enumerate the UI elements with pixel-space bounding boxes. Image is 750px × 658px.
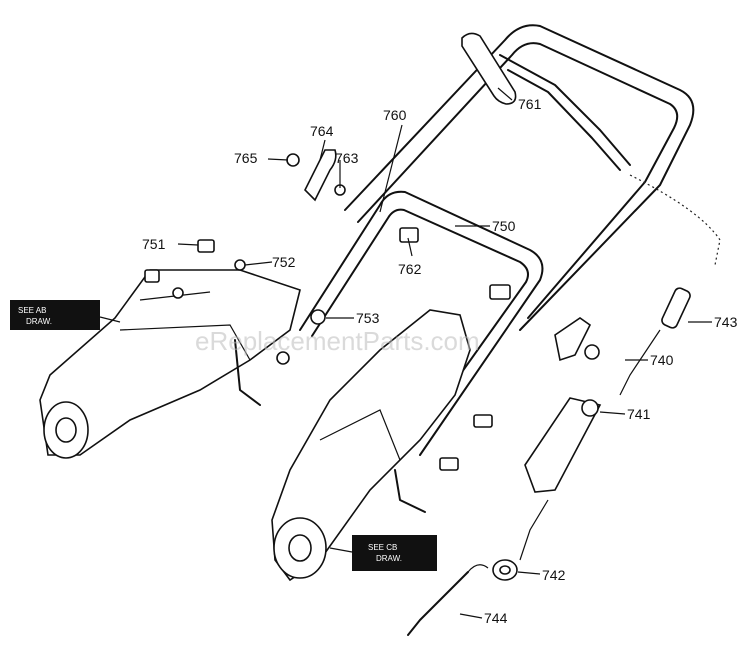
callout-742: 742 <box>542 567 566 583</box>
callout-743: 743 <box>714 314 738 330</box>
callout-760: 760 <box>383 107 407 123</box>
callout-740: 740 <box>650 352 674 368</box>
note-box-right-line2: DRAW. <box>376 554 402 563</box>
lower-handle <box>299 190 544 456</box>
upper-handle <box>344 24 695 331</box>
note-box-right-line1: SEE CB <box>368 543 397 552</box>
callout-750: 750 <box>492 218 516 234</box>
note-box-left-line2: DRAW. <box>26 317 52 326</box>
note-box-left: SEE AB DRAW. <box>10 300 100 330</box>
callout-761-top: 761 <box>518 96 542 112</box>
right-bracket <box>271 309 471 582</box>
callout-765: 765 <box>234 150 258 166</box>
callout-762: 762 <box>398 261 422 277</box>
callout-741: 741 <box>627 406 651 422</box>
watermark: eReplacementParts.com <box>195 326 480 356</box>
callout-744: 744 <box>484 610 508 626</box>
note-box-right: SEE CB DRAW. <box>352 535 437 571</box>
callout-753: 753 <box>356 310 380 326</box>
note-box-left-line1: SEE AB <box>18 306 46 315</box>
callout-763: 763 <box>335 150 359 166</box>
callout-752: 752 <box>272 254 296 270</box>
callout-labels: 761 760 764 765 763 750 751 752 762 753 … <box>142 96 738 626</box>
leader-lines <box>99 87 712 619</box>
left-bracket <box>39 269 301 459</box>
callout-751: 751 <box>142 236 166 252</box>
callout-764: 764 <box>310 123 334 139</box>
handle-bracket <box>461 32 517 105</box>
cable-assembly <box>407 174 721 636</box>
